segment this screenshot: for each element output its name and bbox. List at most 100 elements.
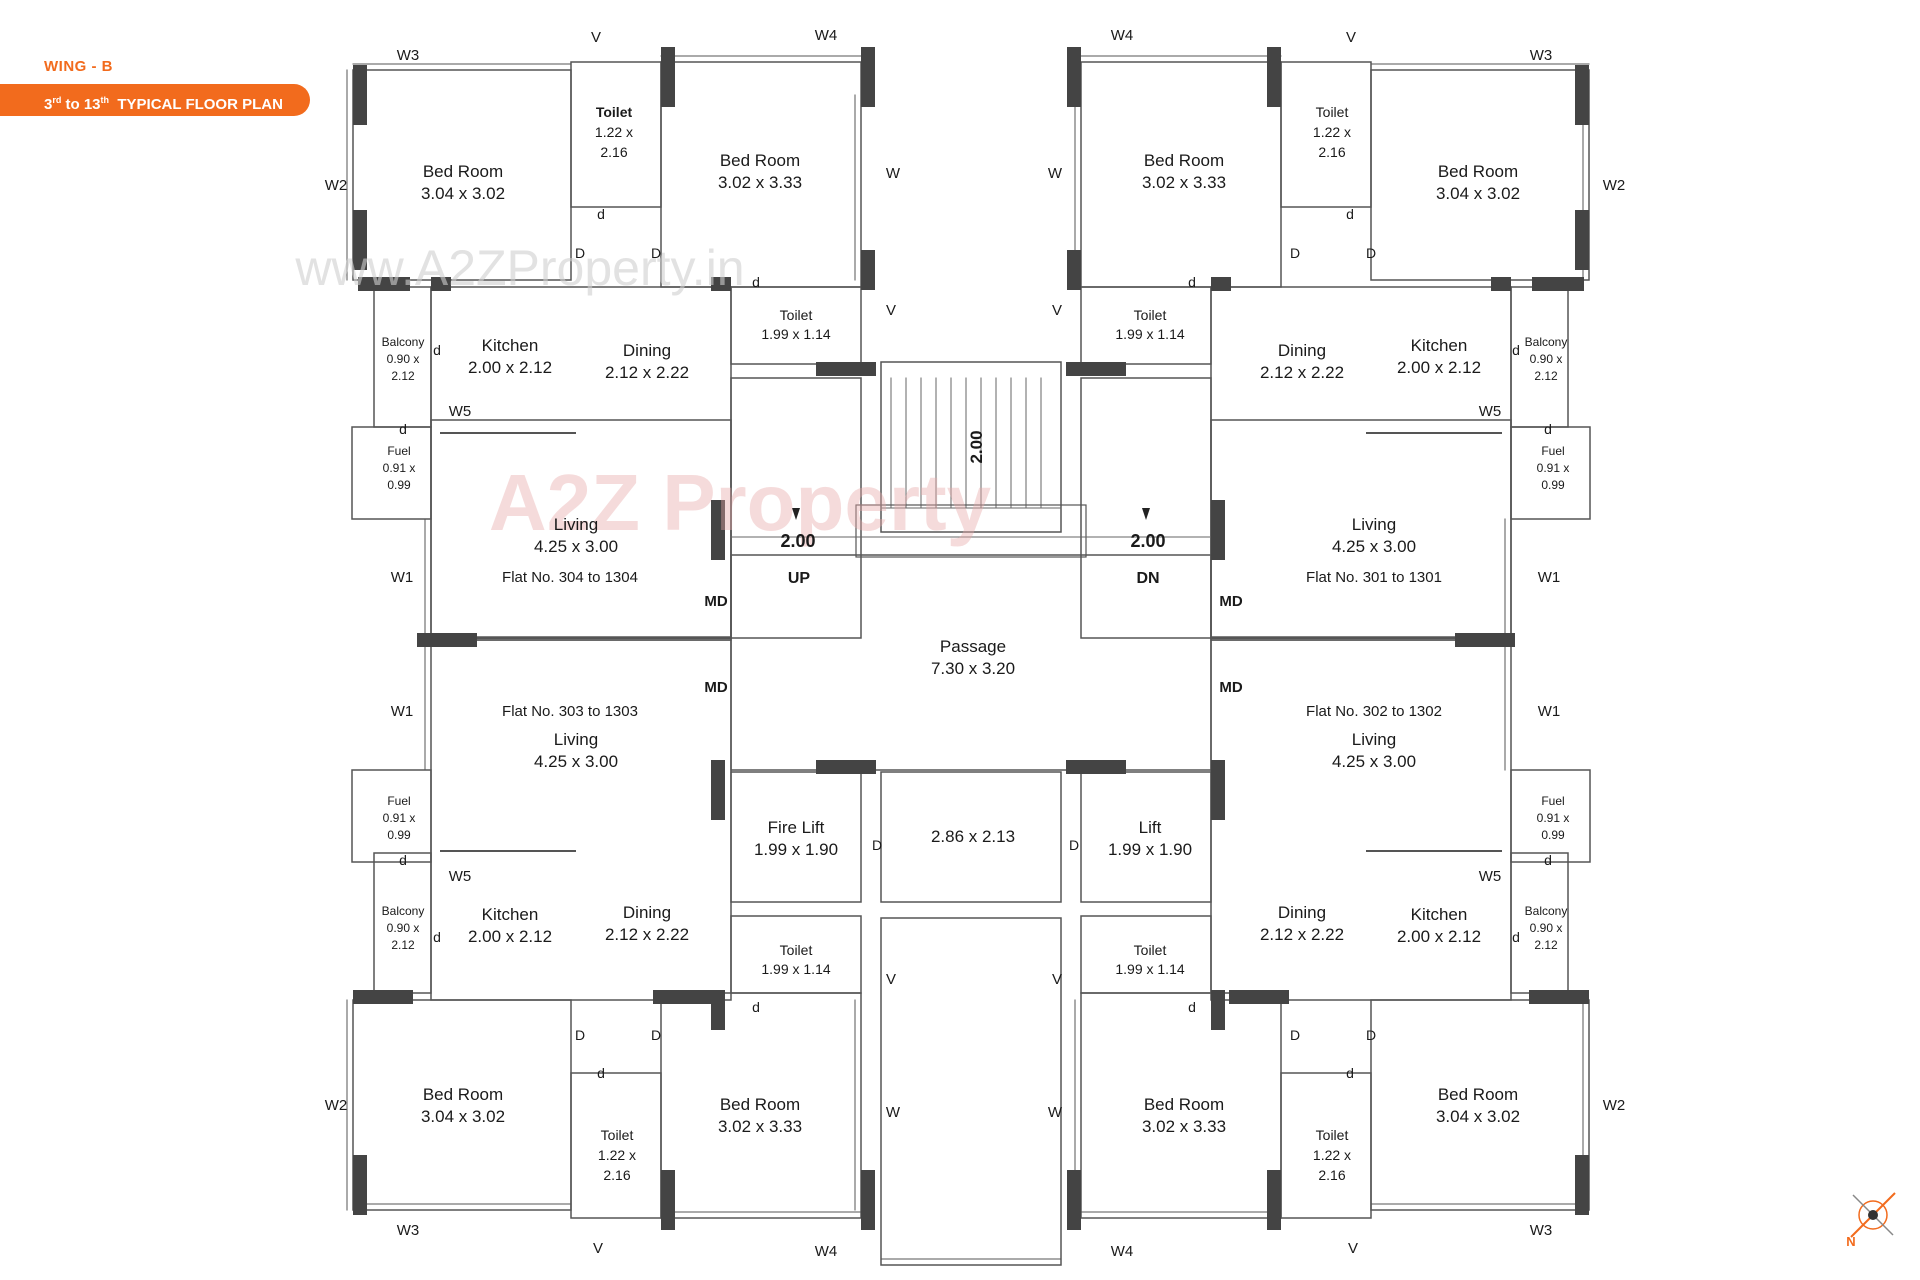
plan-label: 4.25 x 3.00 (1332, 752, 1416, 771)
plan-label: MD (704, 593, 727, 610)
door-marker: d (597, 206, 605, 222)
plan-label: 2.00 (1130, 531, 1165, 551)
plan-label: Toilet (1134, 942, 1167, 958)
plan-label: Fuel (387, 444, 410, 458)
wall-column (1066, 362, 1126, 376)
watermark-url: www.A2ZProperty.in (294, 240, 744, 296)
door-marker: D (1366, 245, 1376, 261)
plan-label: Kitchen (1411, 905, 1468, 924)
window-marker: W5 (449, 868, 472, 885)
wall-column (1211, 277, 1231, 291)
plan-label: 4.25 x 3.00 (534, 752, 618, 771)
door-marker: D (1290, 245, 1300, 261)
window-marker: V (593, 1240, 603, 1257)
window-marker: W2 (325, 177, 348, 194)
plan-label: Bed Room (720, 151, 800, 170)
plan-label: Bed Room (1438, 1085, 1518, 1104)
window-marker: W1 (1538, 703, 1561, 720)
plan-label: 1.22 x (595, 124, 633, 140)
wall-column (353, 65, 367, 125)
door-marker: D (1290, 1027, 1300, 1043)
wall-column (1067, 250, 1081, 290)
dn-arrow-icon (1142, 508, 1150, 520)
plan-label: Flat No. 303 to 1303 (502, 703, 638, 720)
wall-column (353, 1155, 367, 1215)
plan-label: Fuel (387, 794, 410, 808)
plan-label: MD (704, 679, 727, 696)
plan-header: WING - B 3rd to 13th TYPICAL FLOOR PLAN (0, 0, 330, 130)
plan-label: DN (1136, 570, 1159, 587)
plan-label: 1.99 x 1.90 (1108, 840, 1192, 859)
window-marker: V (1348, 1240, 1358, 1257)
wall-column (711, 500, 725, 560)
flat-bl-outline (430, 639, 732, 1001)
plan-label: 2.12 x 2.22 (1260, 363, 1344, 382)
toilet-bl-a-outline (570, 1072, 662, 1219)
wall-column (1491, 277, 1511, 291)
plan-label: 0.91 x (1537, 811, 1570, 825)
fire-lift-outline (730, 771, 862, 903)
wall-column (1455, 633, 1515, 647)
plan-label: 0.90 x (387, 921, 420, 935)
floors-to: 13 (83, 96, 101, 113)
plan-label: 1.22 x (1313, 1147, 1351, 1163)
window-marker: W2 (325, 1097, 348, 1114)
plan-label: Dining (1278, 341, 1326, 360)
plan-label: 2.00 x 2.12 (468, 927, 552, 946)
door-marker: D (1366, 1027, 1376, 1043)
passage-outline (730, 554, 1212, 771)
wall-column (353, 210, 367, 270)
door-marker: d (1346, 206, 1354, 222)
plan-label: Bed Room (1144, 151, 1224, 170)
plan-label: Flat No. 302 to 1302 (1306, 703, 1442, 720)
door-marker: d (399, 421, 407, 437)
door-marker: D (575, 1027, 585, 1043)
wall-column (711, 277, 731, 291)
plan-label: 0.91 x (383, 461, 416, 475)
plan-label: Dining (623, 341, 671, 360)
plan-label: Living (1352, 730, 1396, 749)
plan-label: 1.99 x 1.90 (754, 840, 838, 859)
door-marker: D (575, 245, 585, 261)
plan-label: Living (554, 730, 598, 749)
window-marker: W (1048, 1104, 1063, 1121)
plan-label: 2.12 x 2.22 (605, 363, 689, 382)
wall-column (1211, 760, 1225, 820)
wall-column (1066, 760, 1126, 774)
plan-label: 3.04 x 3.02 (421, 184, 505, 203)
compass-center (1868, 1210, 1878, 1220)
wall-column (1211, 990, 1225, 1030)
door-marker: d (752, 274, 760, 290)
plan-label: 0.91 x (383, 811, 416, 825)
fuel-tl-outline (351, 426, 432, 520)
wall-column (1229, 990, 1289, 1004)
plan-label: 1.99 x 1.14 (1115, 326, 1184, 342)
up-arrow-icon (792, 508, 800, 520)
plan-label: Kitchen (1411, 336, 1468, 355)
window-marker: W4 (1111, 27, 1134, 44)
wall-column (1575, 1155, 1589, 1215)
plan-label: 4.25 x 3.00 (1332, 537, 1416, 556)
plan-label: Toilet (601, 1127, 634, 1143)
plan-label: Passage (940, 637, 1006, 656)
plan-label: 2.00 (780, 531, 815, 551)
window-marker: W3 (397, 47, 420, 64)
lobby-outline (880, 771, 1062, 903)
plan-label: Kitchen (482, 905, 539, 924)
plan-label: Fuel (1541, 794, 1564, 808)
fuel-bl-outline (351, 769, 432, 863)
lift-outline (1080, 771, 1212, 903)
plan-label: 2.86 x 2.13 (931, 827, 1015, 846)
plan-label: Bed Room (1438, 162, 1518, 181)
plan-label: Bed Room (423, 1085, 503, 1104)
plan-label: 4.25 x 3.00 (534, 537, 618, 556)
plan-label: 0.90 x (387, 352, 420, 366)
plan-label: 0.90 x (1530, 921, 1563, 935)
wall-column (661, 1170, 675, 1230)
door-marker: d (399, 852, 407, 868)
compass-north-label: N (1846, 1234, 1855, 1249)
door-marker: D (651, 245, 661, 261)
plan-label: Toilet (1316, 1127, 1349, 1143)
door-marker: d (1544, 852, 1552, 868)
